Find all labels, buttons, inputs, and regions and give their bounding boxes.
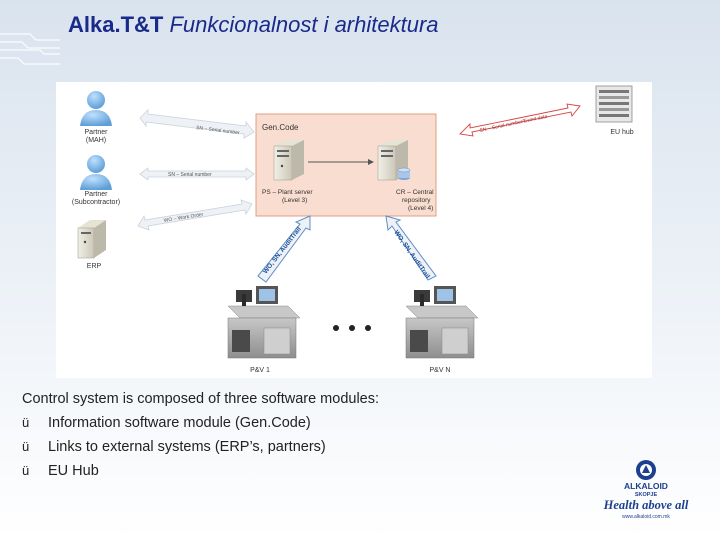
pvn-machine-icon xyxy=(405,286,479,359)
ellipsis-icon xyxy=(333,325,371,331)
erp-server-icon xyxy=(77,220,106,259)
bullet-item-text: Links to external systems (ERP’s, partne… xyxy=(48,439,326,455)
plant-server-icon xyxy=(273,140,304,181)
eu-hub-icon xyxy=(595,85,633,123)
arrow-pv1-gencode xyxy=(257,215,311,283)
partner-subcontractor-icon xyxy=(80,155,112,190)
bullet-item-text: Information software module (Gen.Code) xyxy=(48,415,311,431)
plant-server-label: PS – Plant server xyxy=(262,189,313,196)
arrow-subcontractor-gencode xyxy=(139,167,255,181)
svg-text:SKOPJE: SKOPJE xyxy=(635,492,658,498)
partner-subcontractor-label: Partner xyxy=(85,191,109,198)
pv1-label: P&V 1 xyxy=(250,367,270,374)
partner-subcontractor-sublabel: (Subcontractor) xyxy=(72,199,120,206)
plant-server-level: (Level 3) xyxy=(282,197,307,204)
svg-text:ALKALOID: ALKALOID xyxy=(624,481,668,491)
partner-mah-sublabel: (MAH) xyxy=(86,137,106,144)
erp-label: ERP xyxy=(87,263,102,270)
arrow-pvn-label: WO, SN, AuditTrail xyxy=(392,229,431,280)
architecture-svg: Gen.Code Partner (MAH) Partner (Subcontr… xyxy=(72,85,634,374)
arrow-mah-label: SN – Serial number xyxy=(196,125,240,136)
bullet-item: ü Information software module (Gen.Code) xyxy=(22,411,379,435)
bullet-item: ü EU Hub xyxy=(22,459,379,483)
slide-title-brand: Alka.T&T xyxy=(68,12,164,37)
arrow-erp-gencode xyxy=(137,199,253,231)
central-repo-label: CR – Central xyxy=(396,189,434,196)
slide-title-subtitle: Funkcionalnost i arhitektura xyxy=(169,12,439,37)
bullet-item: ü Links to external systems (ERP’s, partn… xyxy=(22,435,379,459)
partner-mah-icon xyxy=(80,91,112,126)
pvn-label: P&V N xyxy=(429,367,450,374)
svg-text:Health above all: Health above all xyxy=(603,498,689,512)
arrow-pv1-label: WO, SN, AuditTrail xyxy=(262,226,303,276)
arrow-plant-to-central xyxy=(308,159,374,165)
bullet-item-text: EU Hub xyxy=(48,463,99,479)
central-repo-label-2: repository xyxy=(402,197,431,204)
gencode-label: Gen.Code xyxy=(262,123,299,132)
pv1-machine-icon xyxy=(227,286,301,359)
svg-text:www.alkaloid.com.mk: www.alkaloid.com.mk xyxy=(622,514,670,520)
architecture-diagram: Gen.Code Partner (MAH) Partner (Subcontr… xyxy=(56,82,652,378)
arrow-subcontractor-label: SN – Serial number xyxy=(168,172,212,178)
slide-title: Alka.T&T Funkcionalnost i arhitektura xyxy=(68,12,439,38)
checkmark-icon: ü xyxy=(22,415,30,430)
arrow-pvn-gencode xyxy=(385,215,437,281)
body-text: Control system is composed of three soft… xyxy=(22,388,379,483)
central-repo-level: (Level 4) xyxy=(408,205,433,212)
checkmark-icon: ü xyxy=(22,463,30,478)
checkmark-icon: ü xyxy=(22,439,30,454)
intro-text: Control system is composed of three soft… xyxy=(22,391,380,407)
partner-mah-label: Partner xyxy=(85,129,109,136)
arrow-mah-gencode xyxy=(139,109,255,139)
alkaloid-logo: ALKALOID SKOPJE Health above all www.alk… xyxy=(603,460,689,520)
central-repository-icon xyxy=(377,140,411,181)
eu-hub-label: EU hub xyxy=(610,129,633,136)
header-decoration xyxy=(0,33,60,65)
arrow-eu-hub xyxy=(459,103,581,137)
